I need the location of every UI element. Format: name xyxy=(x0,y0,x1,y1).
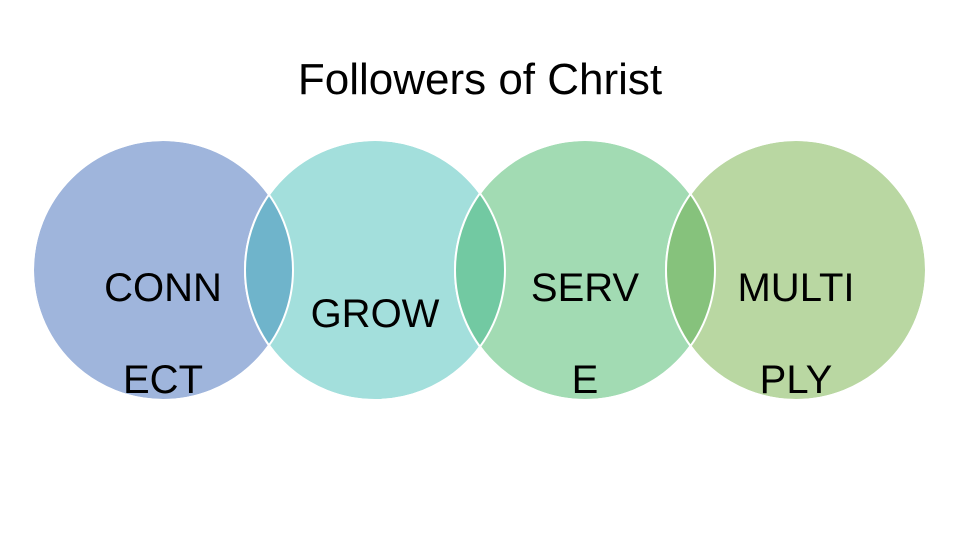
slide-title: Followers of Christ xyxy=(297,55,663,104)
serve-label-line1: SERV xyxy=(530,266,640,310)
multiply-circle-outline xyxy=(665,139,927,401)
grow-label-line1: GROW xyxy=(310,292,440,336)
connect-label: CONN ECT xyxy=(73,219,253,449)
serve-circle-outline xyxy=(454,139,716,401)
connect-circle-outline xyxy=(32,139,294,401)
serve-label-line2: E xyxy=(571,358,599,402)
connect-label-line2: ECT xyxy=(123,358,203,402)
serve-label: SERV E xyxy=(495,219,675,449)
grow-label: GROW xyxy=(285,245,465,383)
connect-label-line1: CONN xyxy=(104,266,222,310)
grow-circle-outline xyxy=(244,139,506,401)
multiply-label-line2: PLY xyxy=(759,358,833,402)
multiply-label-line1: MULTI xyxy=(737,266,855,310)
multiply-label: MULTI PLY xyxy=(706,219,886,449)
